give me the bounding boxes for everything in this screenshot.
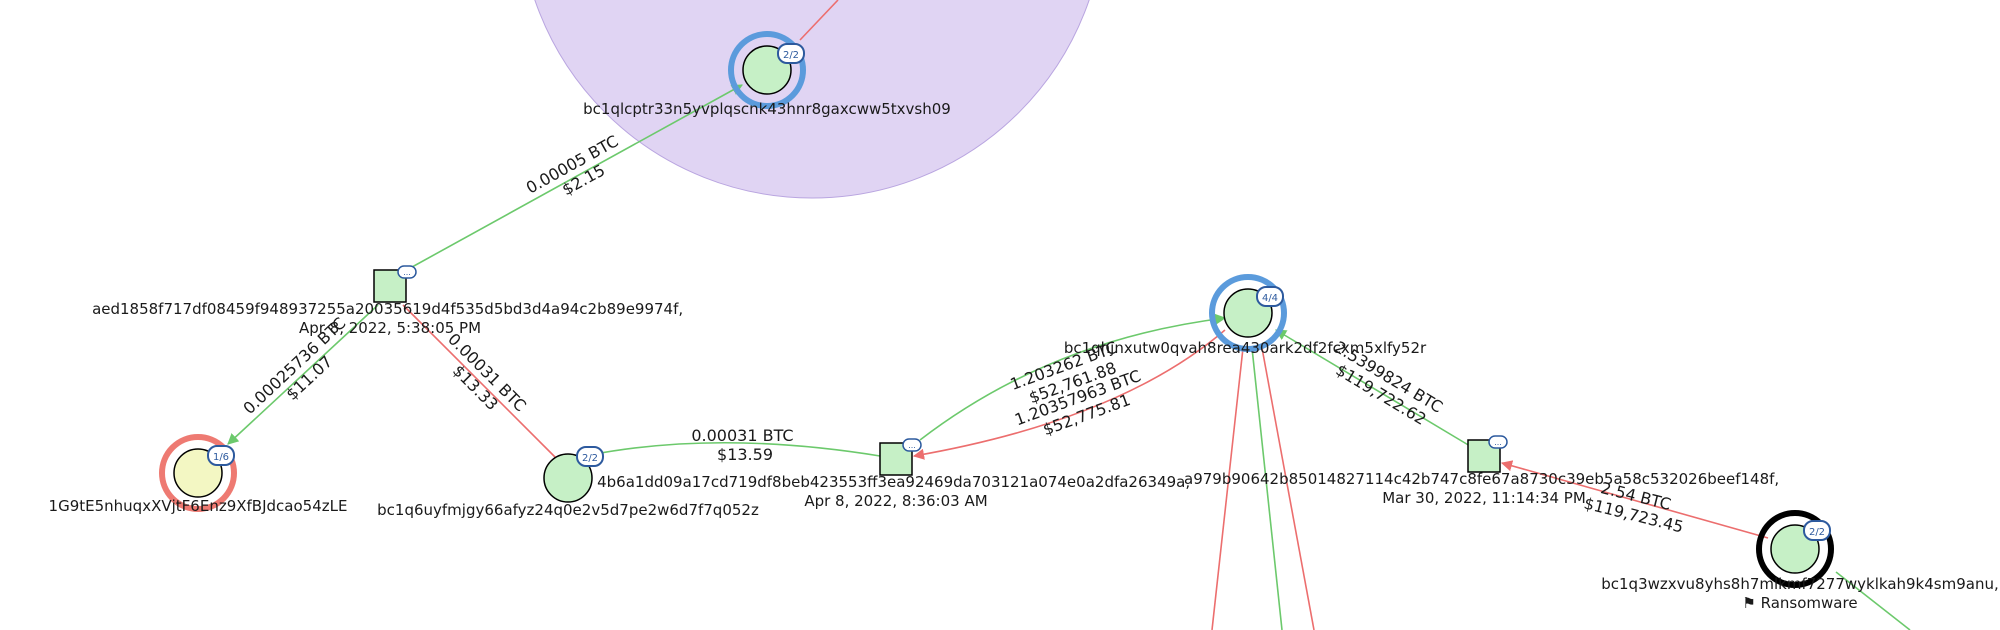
badge bbox=[207, 445, 235, 466]
badge-count: 4/4 bbox=[1262, 293, 1278, 304]
transaction-node-a97[interactable]: ... bbox=[1467, 435, 1508, 473]
edge-aed-to-1g9[interactable] bbox=[227, 304, 379, 445]
edge-bc1q3w-to-a97[interactable] bbox=[1500, 460, 1769, 539]
flag-ring bbox=[1756, 510, 1834, 588]
edge-label-e3: 0.00031 BTC $13.33 bbox=[431, 329, 534, 432]
address-label: bc1q6uyfmjgy66afyz24q0e2v5d7pe2w6d7f7q05… bbox=[377, 501, 759, 519]
badge bbox=[1488, 435, 1508, 449]
edge-4b6-to-bc1qhj[interactable] bbox=[919, 313, 1227, 441]
badge-count: ... bbox=[1494, 438, 1502, 447]
badge-count: ... bbox=[403, 268, 411, 277]
edge-bc1q3w-down-green[interactable] bbox=[1835, 571, 1911, 630]
address-label: bc1q3wzxvu8yhs8h7mlkmf7277wyklkah9k4sm9a… bbox=[1601, 575, 1999, 593]
ransomware-tag: ⚑ Ransomware bbox=[1742, 594, 1857, 612]
address-label: bc1qlcptr33n5yvplqscnk43hnr8gaxcww5txvsh… bbox=[583, 100, 951, 118]
risk-ring bbox=[159, 434, 237, 512]
tx-label: aed1858f717df08459f948937255a20035619d4f… bbox=[92, 300, 688, 337]
badge bbox=[902, 438, 922, 452]
badge bbox=[397, 265, 417, 279]
address-node-bc1q6u[interactable]: 2/2 bbox=[543, 446, 604, 503]
edge-bc1qhj-down-red-1[interactable] bbox=[1211, 347, 1244, 630]
address-node-cluster-top[interactable]: 2/2 bbox=[728, 31, 806, 109]
tx-label: a979b90642b85014827114c42b747c8fe67a8730… bbox=[1184, 470, 1784, 507]
edge-aed-to-bc1q6u[interactable] bbox=[402, 304, 557, 459]
address-label: 1G9tE5nhuqxXVjtF6Enz9XfBJdcao54zLE bbox=[49, 497, 348, 515]
edge-bc1q6u-to-4b6[interactable] bbox=[589, 441, 881, 457]
badge-count: 2/2 bbox=[1809, 527, 1825, 538]
address-node-bc1qhj[interactable]: 4/4 bbox=[1209, 274, 1287, 352]
badge-count: 2/2 bbox=[783, 50, 799, 61]
edge-a97-to-bc1qhj[interactable] bbox=[1275, 329, 1471, 447]
edge-bc1qhj-down-green[interactable] bbox=[1251, 347, 1283, 630]
edge-bc1qhj-down-red-2[interactable] bbox=[1261, 347, 1315, 630]
address-node-bc1q3w[interactable]: 2/2 bbox=[1756, 510, 1834, 588]
tx-label: 4b6a1dd09a17cd719df8beb423553ff3ea92469d… bbox=[597, 473, 1195, 510]
edge-label-e4: 0.00031 BTC $13.59 bbox=[691, 426, 798, 464]
edge-offscreen-red-top[interactable] bbox=[799, 0, 839, 41]
selection-ring bbox=[1209, 274, 1287, 352]
edge-bc1qhj-to-4b6[interactable] bbox=[912, 329, 1226, 460]
badge bbox=[1803, 520, 1831, 541]
badge bbox=[1256, 286, 1284, 307]
badge-count: ... bbox=[908, 441, 916, 450]
transaction-node-aed[interactable]: ... bbox=[373, 265, 417, 303]
badge-count: 1/6 bbox=[213, 452, 229, 463]
badge bbox=[576, 446, 604, 467]
edge-aed-to-cluster[interactable] bbox=[402, 84, 743, 273]
badge-count: 2/2 bbox=[582, 453, 598, 464]
cluster-bubble[interactable] bbox=[519, 0, 1105, 199]
transaction-node-4b6[interactable]: ... bbox=[879, 438, 922, 476]
edge-label-e1: 0.00005 BTC $2.15 bbox=[523, 129, 635, 214]
badge bbox=[777, 43, 805, 64]
selection-ring bbox=[728, 31, 806, 109]
address-circle bbox=[543, 453, 593, 503]
address-label: bc1qhjnxutw0qvah8rea430ark2df2fcxm5xlfy5… bbox=[1064, 339, 1427, 357]
address-node-1g9[interactable]: 1/6 bbox=[159, 434, 237, 512]
